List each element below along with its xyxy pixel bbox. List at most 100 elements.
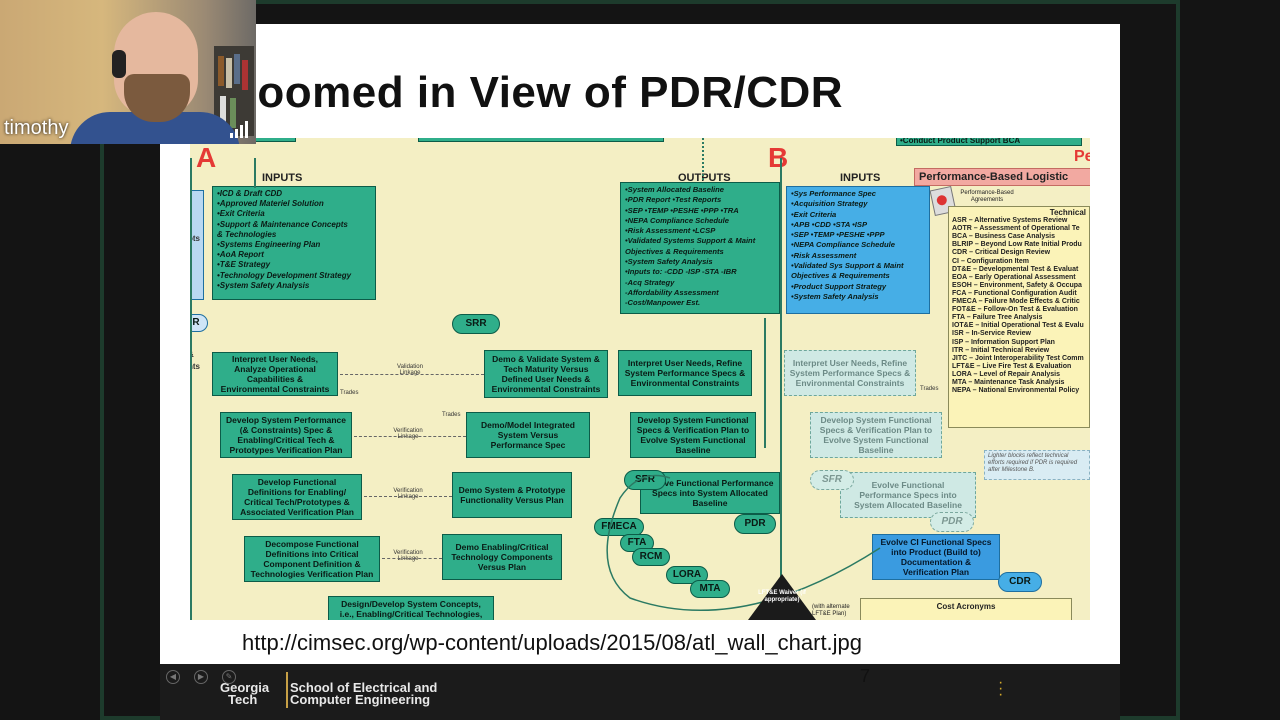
video-border-top	[100, 0, 1180, 4]
left-step-box: Interpret User Needs, Analyze Operationa…	[212, 352, 338, 396]
outputs-item: •Validated Systems Support & Maint	[625, 236, 756, 246]
lfte-alt-label: (with alternate LFT&E Plan)	[812, 604, 850, 617]
acronym-item: FMECA – Failure Mode Effects & Critic	[952, 298, 1080, 306]
inputs-b-header: INPUTS	[840, 172, 881, 184]
acronym-item: FOT&E – Follow-On Test & Evaluation	[952, 306, 1078, 314]
verification-linkage-label: Verification Linkage	[393, 550, 423, 562]
inputs-a-item: •Systems Engineering Plan	[217, 240, 321, 250]
cost-acronyms-panel: Cost Acronyms	[860, 598, 1072, 620]
acronym-item: LORA – Level of Repair Analysis	[952, 370, 1061, 378]
school-line-1: School of Electrical and	[290, 680, 438, 695]
acronym-item: BLRIP – Beyond Low Rate Initial Produ	[952, 241, 1082, 249]
trades-label: Trades	[442, 412, 461, 418]
outputs-item: -Affordability Assessment	[625, 287, 719, 297]
section-a-label: A	[196, 142, 217, 173]
person-beard	[124, 74, 190, 122]
previous-slide-icon[interactable]: ◀	[166, 670, 180, 684]
linkage-line	[340, 374, 484, 375]
headset-icon	[112, 50, 126, 78]
acronym-item: ESOH – Environment, Safety & Occupa	[952, 281, 1082, 289]
fmeca-pill: FMECA	[594, 518, 644, 536]
linkage-line	[364, 496, 452, 497]
outputs-item: -Cost/Manpower Est.	[625, 298, 701, 308]
outputs-header: OUTPUTS	[678, 172, 731, 184]
participant-video[interactable]: timothy	[0, 0, 256, 144]
mta-pill: MTA	[690, 580, 730, 598]
rcm-pill: RCM	[632, 548, 670, 566]
acquisition-wall-chart: •Conduct Product Support BCA A B INPUTS …	[190, 138, 1090, 620]
acronym-item: BCA – Business Case Analysis	[952, 233, 1055, 241]
pbl-agreements: Performance-Based Agreements	[960, 190, 1014, 203]
connector-line	[254, 158, 256, 188]
ci-functional-box: Evolve CI Functional Specs into Product …	[872, 534, 1000, 580]
technical-header: Technical	[1049, 208, 1086, 217]
pen-icon[interactable]: ✎	[222, 670, 236, 684]
left-step-box: Design/Develop System Concepts, i.e., En…	[328, 596, 494, 620]
right-step-box: Evolve Functional Performance Specs into…	[640, 472, 780, 514]
inputs-b-item: •System Safety Analysis	[791, 291, 879, 301]
outputs-item: •SEP •TEMP •PESHE •PPP •TRA	[625, 205, 739, 215]
inputs-b-item: •Validated Sys Support & Maint	[791, 261, 904, 271]
middle-step-box: Demo System & Prototype Functionality Ve…	[452, 472, 572, 518]
acronym-item: CDR – Critical Design Review	[952, 249, 1051, 257]
light-step-box: Interpret User Needs, Refine System Perf…	[784, 350, 916, 396]
acronym-item: EOA – Early Operational Assessment	[952, 273, 1076, 281]
trades-label: Trades	[920, 386, 939, 392]
acronym-item: ASR – Alternative Systems Review	[952, 217, 1068, 225]
inputs-b-item: •Sys Performance Spec	[791, 189, 876, 198]
inputs-a-item: •T&E Strategy	[217, 260, 271, 270]
acronym-item: FCA – Functional Configuration Audit	[952, 289, 1077, 297]
linkage-line	[382, 558, 442, 559]
right-step-box: Develop System Functional Specs & Verifi…	[630, 412, 756, 458]
inputs-a-item: •AoA Report	[217, 250, 264, 260]
logo-line-1: Georgia	[220, 680, 270, 695]
inputs-b-item: •Exit Criteria	[791, 209, 837, 219]
slide-number: 7	[860, 666, 871, 686]
source-url: http://cimsec.org/wp-content/uploads/201…	[242, 630, 863, 655]
outputs-item: •System Safety Analysis	[625, 257, 713, 267]
outputs-item: -Acq Strategy	[625, 277, 675, 287]
outputs-item: •Inputs to: -CDD -ISP -STA -IBR	[625, 267, 737, 277]
trades-label: Trades	[340, 390, 359, 396]
outputs-item: •PDR Report •Test Reports	[625, 195, 722, 205]
next-slide-icon[interactable]: ▶	[194, 670, 208, 684]
acronym-item: IOT&E – Initial Operational Test & Evalu	[952, 322, 1084, 330]
acronym-item: DT&E – Developmental Test & Evaluat	[952, 265, 1079, 273]
acronym-item: ITR – Initial Technical Review	[952, 346, 1050, 354]
outputs-item: •System Allocated Baseline	[625, 185, 725, 194]
middle-step-box: Demo Enabling/Critical Technology Compon…	[442, 534, 562, 580]
lighter-blocks-note: Lighter blocks reflect technical efforts…	[984, 450, 1090, 480]
linkage-line	[354, 436, 466, 437]
light-step-box: Evolve Functional Performance Specs into…	[840, 472, 976, 518]
school-name: School of Electrical and Computer Engine…	[290, 680, 490, 707]
outputs-box: •System Allocated Baseline •PDR Report •…	[620, 182, 780, 314]
acronym-item: LFT&E – Live Fire Test & Evaluation	[952, 362, 1072, 370]
connector-line	[190, 158, 192, 620]
pbl-short: Pe	[1074, 148, 1090, 165]
left-stub-text: ots	[190, 234, 200, 243]
connector-line	[780, 158, 782, 598]
acronym-item: MTA – Maintenance Task Analysis	[952, 378, 1065, 386]
slide-footer: Georgia Tech School of Electrical and Co…	[160, 664, 1120, 720]
inputs-a-item: •Support & Maintenance Concepts	[217, 219, 348, 229]
logo-divider	[286, 672, 288, 708]
more-options-icon[interactable]: ···	[998, 674, 1004, 703]
pdr-light-pill: PDR	[930, 512, 974, 532]
right-step-box: Interpret User Needs, Refine System Perf…	[618, 350, 752, 396]
technical-acronyms-panel: Technical ASR – Alternative Systems Revi…	[948, 206, 1090, 428]
middle-step-box: Demo/Model Integrated System Versus Perf…	[466, 412, 590, 458]
inputs-b-box: •Sys Performance Spec •Acquisition Strat…	[786, 186, 930, 314]
inputs-b-item: •APB •CDD •STA •ISP	[791, 219, 868, 229]
school-line-2: Computer Engineering	[290, 692, 431, 707]
acronym-item: FTA – Failure Tree Analysis	[952, 314, 1043, 322]
section-b-label: B	[768, 142, 789, 173]
inputs-b-item: Objectives & Requirements	[791, 271, 890, 281]
validation-linkage-label: Validation Linkage	[397, 364, 423, 376]
lfte-triangle	[748, 574, 816, 620]
video-border-left	[100, 0, 104, 720]
connector-line	[764, 318, 766, 448]
left-step-box: Develop System Performance (& Constraint…	[220, 412, 352, 458]
pbl-banner: Performance-Based Logistic	[914, 168, 1090, 186]
inputs-a-item: •Technology Development Strategy	[217, 270, 352, 280]
